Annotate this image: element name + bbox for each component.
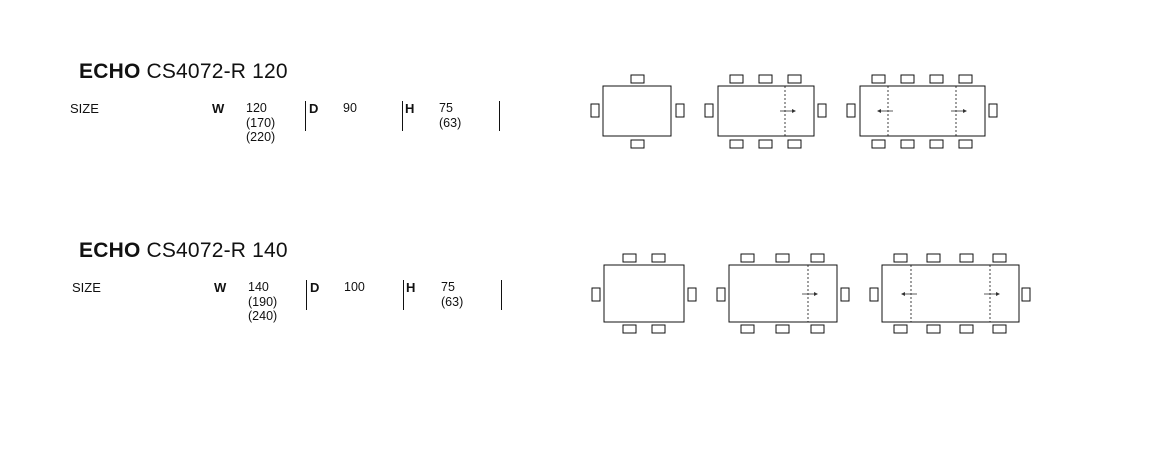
depth-label: D	[310, 280, 320, 295]
depth-label: D	[309, 101, 319, 116]
depth-values: 90	[343, 101, 357, 116]
table-diagram-one-extension	[704, 74, 827, 149]
width-value: 120	[246, 101, 267, 115]
width-values: 140 (190) (240)	[248, 280, 277, 324]
divider	[305, 101, 306, 131]
height-label: H	[406, 280, 416, 295]
divider	[306, 280, 307, 310]
width-value: (190)	[248, 294, 278, 309]
width-values: 120 (170) (220)	[246, 101, 275, 145]
height-value: (63)	[441, 294, 464, 309]
table-diagram-closed	[590, 74, 685, 149]
width-value: (240)	[248, 309, 278, 323]
table-diagram-two-extensions	[846, 74, 998, 149]
height-values: 75 (63)	[441, 280, 463, 309]
table-diagram-two-extensions	[869, 253, 1031, 334]
width-label: W	[212, 101, 225, 116]
height-value: 75	[439, 101, 453, 115]
width-value: (170)	[246, 115, 276, 130]
depth-value: 90	[343, 101, 357, 115]
table-diagram-one-extension	[716, 253, 850, 334]
depth-values: 100	[344, 280, 365, 295]
size-label: SIZE	[72, 280, 101, 295]
size-label: SIZE	[70, 101, 99, 116]
width-label: W	[214, 280, 227, 295]
model-name: CS4072-R 120	[146, 60, 288, 83]
depth-value: 100	[344, 280, 365, 294]
height-label: H	[405, 101, 415, 116]
height-value: 75	[441, 280, 455, 294]
brand-name: ECHO	[79, 239, 141, 262]
divider	[403, 280, 404, 310]
width-value: (220)	[246, 130, 276, 144]
width-value: 140	[248, 280, 269, 294]
divider	[499, 101, 500, 131]
model-name: CS4072-R 140	[146, 239, 288, 262]
table-diagram-closed	[591, 253, 697, 334]
divider	[501, 280, 502, 310]
height-values: 75 (63)	[439, 101, 461, 130]
height-value: (63)	[439, 115, 462, 130]
divider	[402, 101, 403, 131]
brand-name: ECHO	[79, 60, 141, 83]
